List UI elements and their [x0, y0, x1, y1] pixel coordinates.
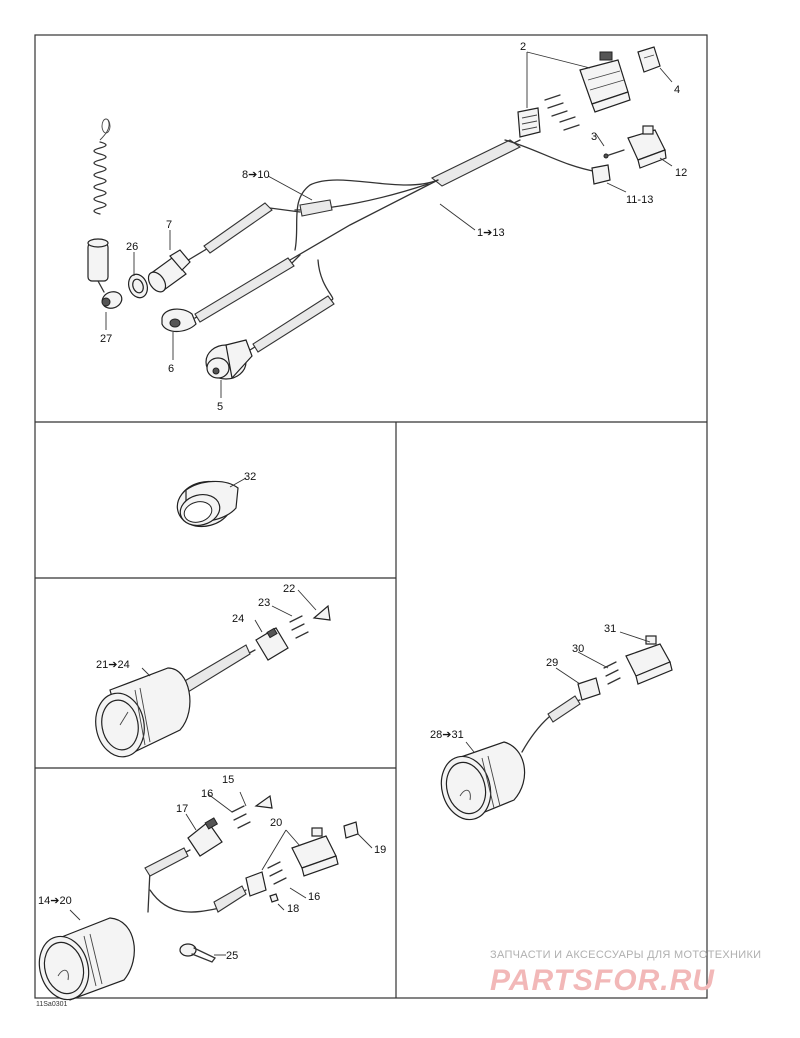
- ring-terminal-6: [161, 308, 197, 333]
- label-16-lower: 16: [308, 891, 320, 903]
- diagram-frames: [34, 34, 708, 999]
- watermark-tagline: ЗАПЧАСТИ И АКСЕССУАРЫ ДЛЯ МОТОТЕХНИКИ: [490, 949, 761, 961]
- label-16-upper: 16: [201, 788, 213, 800]
- label-32: 32: [244, 471, 256, 483]
- bezel-ring-32: [176, 477, 247, 528]
- label-17: 17: [176, 803, 188, 815]
- sleeve-branch-6: [194, 257, 295, 323]
- main-harness-panel: [87, 46, 673, 398]
- outer-frame: [34, 34, 708, 999]
- connector-housing-2: [517, 107, 541, 138]
- label-14-20: 14➔20: [38, 895, 72, 907]
- gauge-21-24-assembly: [95, 589, 331, 758]
- label-11-13: 11-13: [626, 194, 653, 206]
- figure-code: 11Sa0301: [36, 1001, 68, 1008]
- callout-labels: 2 4 3 12 11-13 8➔10 1➔13 7 26 27 6 5 32 …: [38, 41, 687, 962]
- label-20: 20: [270, 817, 282, 829]
- label-1-13: 1➔13: [477, 227, 505, 239]
- label-25: 25: [226, 950, 238, 962]
- label-27: 27: [100, 333, 112, 345]
- label-24: 24: [232, 613, 244, 625]
- sleeve-8-10: [299, 199, 333, 217]
- label-3: 3: [591, 131, 597, 143]
- label-30: 30: [572, 643, 584, 655]
- wedge-15: [254, 794, 273, 809]
- label-22: 22: [283, 583, 295, 595]
- harness-trunk-lower: [289, 179, 439, 261]
- connector-body-2: [579, 51, 631, 113]
- label-29: 29: [546, 657, 558, 669]
- label-2: 2: [520, 41, 526, 53]
- indicator-5: [205, 339, 253, 380]
- terminal-pins-2: [544, 94, 580, 131]
- watermark-logo: PARTSFOR.RU: [490, 964, 715, 997]
- lanyard-coil-spiral: [93, 141, 107, 215]
- harness-sleeve-upper: [430, 139, 522, 187]
- label-23: 23: [258, 597, 270, 609]
- label-7: 7: [166, 219, 172, 231]
- label-28-31: 28➔31: [430, 729, 464, 741]
- clip-19: [343, 821, 359, 839]
- connector-12: [627, 125, 667, 169]
- cable-tie-25: [179, 943, 216, 963]
- lanyard-coil-27: [87, 118, 123, 309]
- lock-clip-4: [637, 46, 661, 73]
- terminal-pin-3: [603, 149, 625, 159]
- label-12: 12: [675, 167, 687, 179]
- seal-18: [269, 893, 279, 903]
- sleeve-branch-7: [203, 202, 273, 254]
- gauge-28-31-assembly: [440, 631, 673, 821]
- label-4: 4: [674, 84, 680, 96]
- label-18: 18: [287, 903, 299, 915]
- connector-housing-11-13: [591, 164, 611, 185]
- label-31: 31: [604, 623, 616, 635]
- label-6: 6: [168, 363, 174, 375]
- housing-29: [577, 677, 601, 701]
- harness-branch-loop: [294, 179, 439, 251]
- housing-20: [245, 871, 267, 897]
- label-26: 26: [126, 241, 138, 253]
- branch-to-11-13: [504, 139, 599, 173]
- lanyard-cap: [87, 242, 109, 282]
- gauge-14-20-assembly: [38, 791, 373, 1001]
- watermark: ЗАПЧАСТИ И АКСЕССУАРЫ ДЛЯ МОТОТЕХНИКИ PA…: [490, 949, 761, 997]
- label-19: 19: [374, 844, 386, 856]
- label-8-10: 8➔10: [242, 169, 270, 181]
- wedge-22: [312, 604, 331, 621]
- label-15: 15: [222, 774, 234, 786]
- label-21-24: 21➔24: [96, 659, 130, 671]
- ring-nut-26: [127, 273, 149, 299]
- switch-7: [147, 249, 191, 293]
- sleeve-branch-5: [252, 295, 335, 353]
- leader-lines-top: [105, 51, 673, 398]
- connector-17: [187, 821, 223, 857]
- label-5: 5: [217, 401, 223, 413]
